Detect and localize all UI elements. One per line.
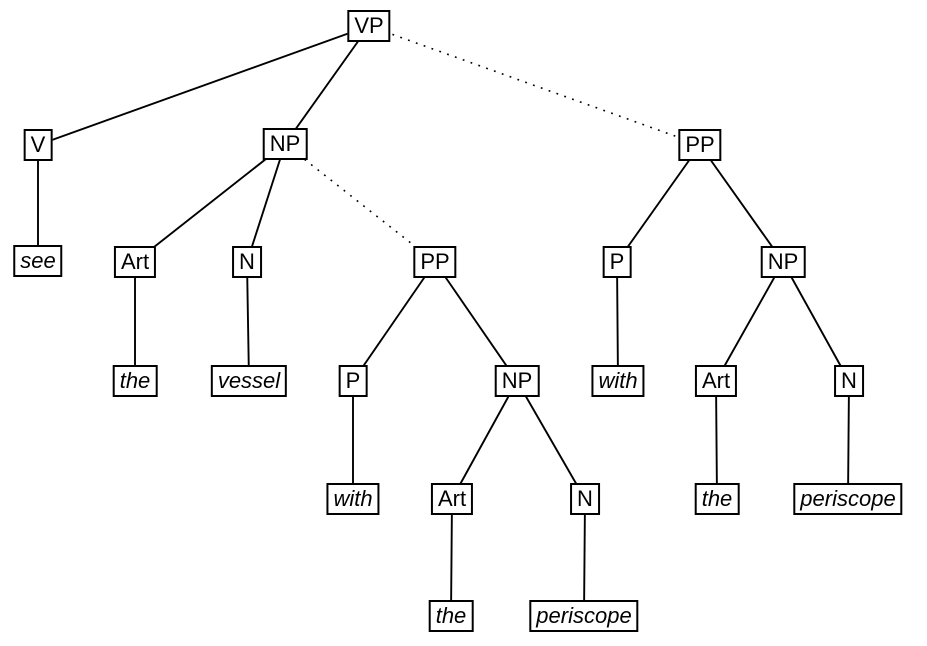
tree-node-p-right: P — [602, 246, 632, 278]
tree-edge-np-mid-n-mid — [516, 380, 586, 500]
tree-node-n-left: N — [232, 246, 262, 278]
tree-node-p-mid: P — [338, 365, 368, 397]
tree-node-art-left: Art — [113, 246, 157, 278]
tree-edge-art-mid-the-mid — [450, 498, 453, 617]
tree-node-np-mid: NP — [494, 365, 540, 397]
tree-node-vp: VP — [347, 10, 391, 42]
tree-edge-p-right-with-right — [616, 261, 619, 382]
tree-node-vessel: vessel — [210, 365, 288, 397]
tree-edge-pp-mid-p-mid — [352, 261, 436, 382]
tree-edge-pp-right-np-right — [699, 144, 784, 263]
tree-edge-n-mid-periscope-mid — [583, 498, 586, 617]
tree-edge-vp-v — [37, 25, 370, 146]
tree-edge-art-right-the-right — [715, 380, 718, 500]
tree-node-see: see — [13, 245, 63, 277]
tree-node-np-right: NP — [760, 246, 806, 278]
tree-edge-n-left-vessel — [246, 261, 250, 382]
tree-edge-pp-right-p-right — [616, 144, 701, 263]
tree-node-periscope-right: periscope — [793, 483, 903, 515]
tree-node-v: V — [23, 129, 53, 161]
tree-node-periscope-mid: periscope — [529, 600, 639, 632]
tree-node-n-mid: N — [570, 483, 600, 515]
tree-node-art-right: Art — [694, 365, 738, 397]
tree-node-the-left: the — [112, 365, 158, 397]
tree-edge-np-right-art-right — [715, 261, 784, 382]
tree-edge-np-obj-n-left — [246, 143, 286, 263]
tree-edge-pp-mid-np-mid — [434, 261, 518, 382]
tree-edge-np-right-n-right — [782, 261, 850, 382]
tree-edge-np-obj-pp-mid-dotted — [284, 143, 436, 263]
tree-edge-n-right-periscope-right — [847, 380, 850, 500]
tree-node-pp-mid: PP — [413, 246, 457, 278]
tree-node-np-obj: NP — [262, 128, 308, 160]
tree-node-n-right: N — [834, 365, 864, 397]
tree-node-pp-right: PP — [678, 129, 722, 161]
tree-node-with-right: with — [591, 365, 645, 397]
tree-node-the-mid: the — [428, 600, 474, 632]
tree-edge-vp-pp-right-dotted — [368, 25, 701, 146]
tree-edge-np-mid-art-mid — [451, 380, 518, 500]
tree-node-the-right: the — [694, 483, 740, 515]
tree-edge-vp-np-obj — [284, 25, 370, 145]
tree-edge-np-obj-art-left — [134, 143, 286, 263]
tree-node-art-mid: Art — [430, 483, 474, 515]
tree-node-with-mid: with — [326, 483, 380, 515]
